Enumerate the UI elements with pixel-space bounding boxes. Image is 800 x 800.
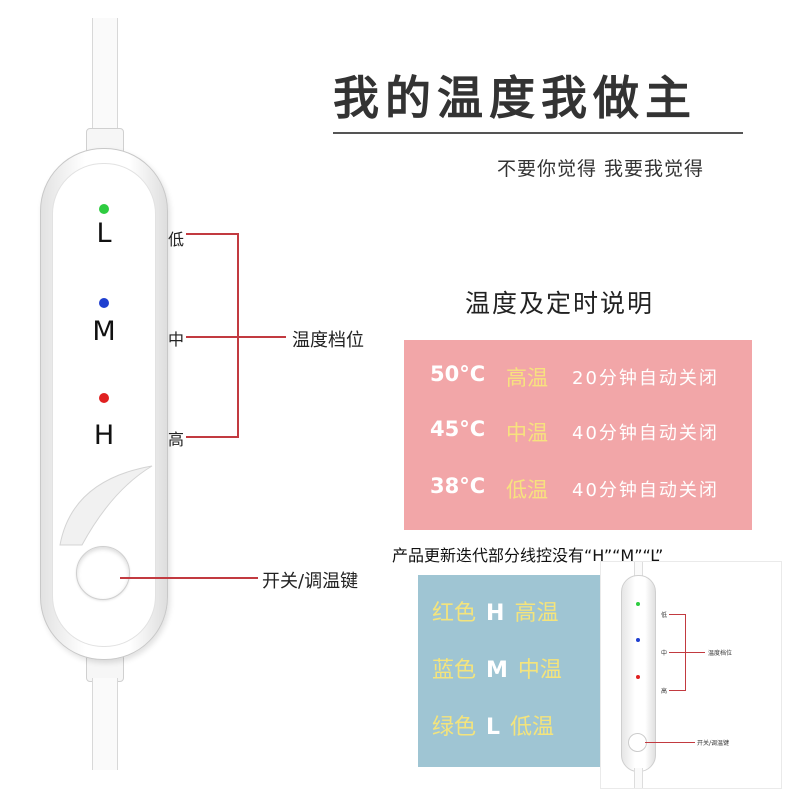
temp-timer-desc: 40分钟自动关闭 bbox=[572, 480, 719, 501]
power-button-label: 开关/调温键 bbox=[262, 571, 359, 592]
level-label-low: 低 bbox=[168, 230, 185, 249]
temp-value: 38°C bbox=[430, 474, 486, 498]
level-label-mid: 中 bbox=[168, 330, 185, 349]
thumb-label-low: 低 bbox=[661, 612, 668, 619]
temp-timer-desc: 20分钟自动关闭 bbox=[572, 368, 719, 389]
thumb-cable-top bbox=[634, 562, 643, 578]
controller-curve-accent bbox=[59, 465, 153, 546]
power-adjust-button[interactable] bbox=[76, 546, 130, 600]
temp-value: 45°C bbox=[430, 417, 486, 441]
temp-level: 中温 bbox=[506, 421, 548, 445]
legend-color: 绿色 bbox=[432, 715, 477, 740]
temperature-gear-label: 温度档位 bbox=[292, 330, 364, 351]
legend-color: 红色 bbox=[432, 601, 477, 626]
indicator-letter-h: H bbox=[93, 420, 115, 451]
legend-level: 中温 bbox=[517, 658, 562, 683]
temp-level: 低温 bbox=[506, 478, 548, 502]
thumb-cable-bottom bbox=[634, 768, 643, 788]
temperature-row: 50°C 高温 20分钟自动关闭 bbox=[404, 362, 752, 392]
temp-timer-desc: 40分钟自动关闭 bbox=[572, 423, 719, 444]
temperature-table: 50°C 高温 20分钟自动关闭 45°C 中温 40分钟自动关闭 38°C 低… bbox=[404, 340, 752, 530]
indicator-letter-l: L bbox=[96, 218, 112, 249]
thumb-button-label: 开关/调温键 bbox=[697, 740, 730, 747]
cable-bottom bbox=[92, 678, 118, 770]
thumb-green-dot bbox=[636, 602, 640, 606]
color-legend: 红色 H 高温 蓝色 M 中温 绿色 L 低温 bbox=[418, 575, 600, 767]
title-divider bbox=[333, 132, 743, 134]
thumb-label-mid: 中 bbox=[661, 650, 668, 657]
temperature-row: 38°C 低温 40分钟自动关闭 bbox=[404, 474, 752, 504]
thumb-bracket-mid bbox=[669, 652, 705, 653]
thumb-label-high: 高 bbox=[661, 688, 668, 695]
led-green-dot bbox=[99, 204, 109, 214]
level-label-high: 高 bbox=[168, 430, 185, 449]
legend-level: 低温 bbox=[510, 715, 555, 740]
temp-value: 50°C bbox=[430, 362, 486, 386]
thumb-bracket-vertical bbox=[685, 614, 686, 691]
legend-color: 蓝色 bbox=[432, 658, 477, 683]
cable-top bbox=[92, 18, 118, 133]
indicator-letter-m: M bbox=[92, 316, 116, 347]
legend-row: 绿色 L 低温 bbox=[432, 709, 554, 741]
led-blue-dot bbox=[99, 298, 109, 308]
legend-row: 蓝色 M 中温 bbox=[432, 652, 562, 684]
thumb-bracket-low bbox=[669, 614, 685, 615]
legend-letter: M bbox=[486, 658, 508, 683]
thumb-bracket-high bbox=[669, 690, 685, 691]
thumb-gear-label: 温度档位 bbox=[708, 650, 733, 657]
bracket-line-mid bbox=[186, 336, 286, 338]
led-red-dot bbox=[99, 393, 109, 403]
bracket-line-vertical bbox=[237, 233, 239, 438]
thumb-blue-dot bbox=[636, 638, 640, 642]
legend-letter: H bbox=[486, 601, 505, 626]
new-controller-thumbnail: 低 中 高 温度档位 开关/调温键 bbox=[600, 561, 782, 789]
legend-level: 高温 bbox=[514, 601, 559, 626]
page-subtitle: 不要你觉得 我要我觉得 bbox=[497, 158, 705, 180]
temperature-timer-title: 温度及定时说明 bbox=[465, 289, 655, 318]
button-pointer-line bbox=[120, 577, 258, 579]
thumb-red-dot bbox=[636, 675, 640, 679]
page-title: 我的温度我做主 bbox=[333, 71, 697, 125]
temp-level: 高温 bbox=[506, 366, 548, 390]
legend-row: 红色 H 高温 bbox=[432, 595, 558, 627]
bracket-line-high bbox=[186, 436, 239, 438]
legend-letter: L bbox=[486, 715, 501, 740]
thumb-button-line bbox=[645, 742, 695, 743]
update-notice: 产品更新迭代部分线控没有“H”“M”“L” bbox=[392, 546, 664, 565]
bracket-line-low bbox=[186, 233, 239, 235]
temperature-row: 45°C 中温 40分钟自动关闭 bbox=[404, 417, 752, 447]
